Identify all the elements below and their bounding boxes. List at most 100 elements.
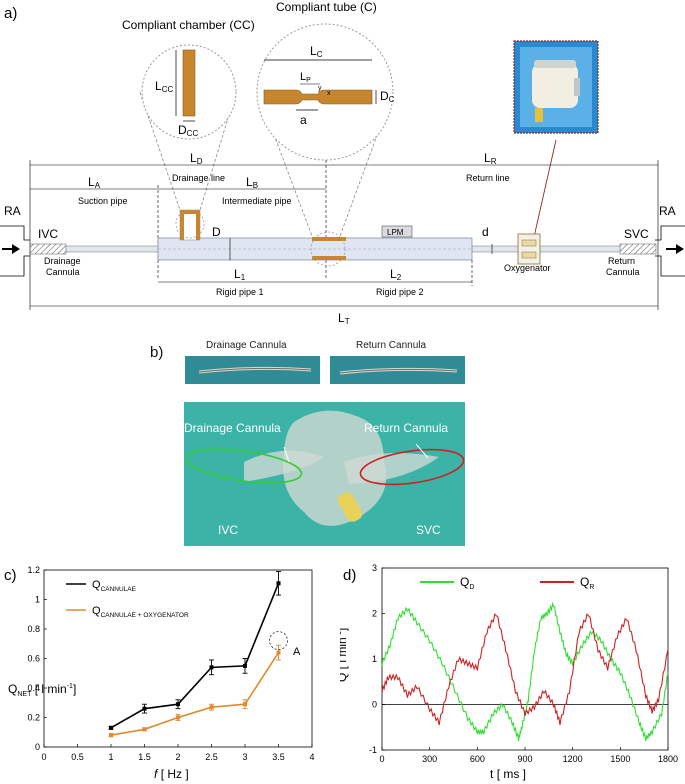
suction-pipe-label: Suction pipe [78,196,128,206]
chart-d-ytick-label: -1 [369,745,377,755]
return-cannula-body [471,245,621,253]
chart-c-point [243,663,247,668]
chart-d-ytick-label: 3 [372,563,377,573]
chart-d-marks [381,601,669,742]
return-cannula-label-1: Return [608,256,635,266]
inflow-arrow-icon [2,244,20,254]
chart-c-xtick-label: 0.5 [71,752,84,762]
oxygenator-photo [513,40,599,134]
chart-c-ytick-label: 0.4 [27,683,40,693]
rigid-pipe-2-label: Rigid pipe 2 [376,287,424,297]
c-x-axis: x [327,90,331,97]
chart-c-xtick-label: 1 [108,752,113,762]
panel-c-tag: c) [4,567,17,584]
heart-model-photo: Drainage Cannula Return Cannula IVC SVC [184,402,465,546]
chart-c-point [109,733,113,738]
return-cannula-tip [619,243,657,255]
drainage-cannula-highlight [185,448,303,484]
c-a-label: a [300,113,307,127]
chart-c-ytick-label: 1 [35,595,40,605]
cannula-photos [185,356,465,384]
legend-c-2: QCANNULAE + OXYGENATOR [92,605,189,619]
lpm-label: LPM [387,228,404,237]
chart-c-ytick-label: 1.2 [27,565,40,575]
chart-c-xtick-label: 4 [309,752,314,762]
panel-a-diagram: a) Compliant chamber (CC) LCC DCC Compli… [0,0,685,326]
chart-d-xtick-label: 1500 [610,754,630,764]
drainage-line-label: Drainage line [172,173,225,183]
lb-label: LB [246,175,258,190]
chart-c-ytick-label: 0.2 [27,713,40,723]
chart-d-axes [381,567,669,751]
ivc-label: IVC [38,227,58,241]
return-line-label: Return line [466,173,510,183]
chart-c-xtick-label: 1.5 [138,752,151,762]
photo-svc-label: SVC [416,523,441,537]
chart-d-xtick-label: 1800 [658,754,678,764]
chart-c-point [276,650,281,655]
c-lp-label: LP [300,71,311,84]
chart-c-ytick-label: 0 [35,742,40,752]
oxygenator-label: Oxygenator [504,263,551,273]
svc-label: SVC [624,227,649,241]
cc-l-label: LCC [155,79,173,94]
photo-ivc-label: IVC [218,523,238,537]
drainage-cannula-label-1: Drainage [44,256,81,266]
chart-d-ytick-label: 1 [372,654,377,664]
l1-label: L1 [234,267,246,282]
ra-chambers [0,225,685,277]
la-label: LA [88,175,101,190]
chart-c-point [142,706,147,711]
intermediate-pipe-label: Intermediate pipe [222,196,292,206]
chart-d-series-1-line [381,601,669,742]
chart-c-xlabel: f [ Hz ] [154,767,189,781]
chart-d-xtick-label: 0 [379,754,384,764]
chart-c-point [209,665,214,670]
oxygenator-inner-bottom [521,251,537,259]
top-dimension-lines [29,160,659,310]
chart-c-ylabel: QNET [ l min-1] [8,682,76,698]
panel-d-tag: d) [343,567,356,584]
chart-d-xtick-label: 300 [422,754,437,764]
cc-d-label: DCC [178,123,198,138]
drainage-cannula-body [65,245,159,253]
chart-c-point [276,581,281,586]
cc-cylinder [182,49,196,117]
chart-c-ytick-label: 0.6 [27,654,40,664]
chart-c-series-2-line [110,652,280,736]
c-tube [263,89,373,105]
return-cannula-label-2: Cannula [606,267,640,277]
chart-c-xtick-label: 0 [41,752,46,762]
panel-b-tag: b) [150,344,164,361]
chart-d-xtick-label: 900 [517,754,532,764]
cc-wall-left [180,213,184,240]
lt-label: LT [338,311,350,326]
chart-c-series-1-line [110,582,280,729]
chart-c-xtick-label: 3 [242,752,247,762]
chart-d-xtick-label: 600 [470,754,485,764]
chart-d-frame [381,567,669,751]
chart-c-xtick-label: 3.5 [272,752,285,762]
lpm-sensor [381,225,413,238]
d-lower-label: d [482,225,489,239]
legend-c-1: QCANNULAE [92,579,137,593]
photo-return-label: Return Cannula [364,421,448,435]
legend-d-1: QD [460,575,474,591]
cc-wall-top [180,210,200,214]
return-cannula-caption: Return Cannula [356,340,427,351]
chart-c-point [243,702,247,707]
panel-a-tag: a) [4,5,17,22]
chart-d-xlabel: t [ ms ] [490,767,526,781]
c-wall-top [312,237,346,241]
chart-c-point [176,715,180,720]
photo-drainage-label: Drainage Cannula [184,421,281,435]
oxygenator-pointer [533,139,557,238]
chart-d-series-2-line [381,613,669,726]
c-wall-bottom [312,256,346,260]
ra-left-label: RA [4,204,21,218]
chart-c-point [176,702,180,707]
